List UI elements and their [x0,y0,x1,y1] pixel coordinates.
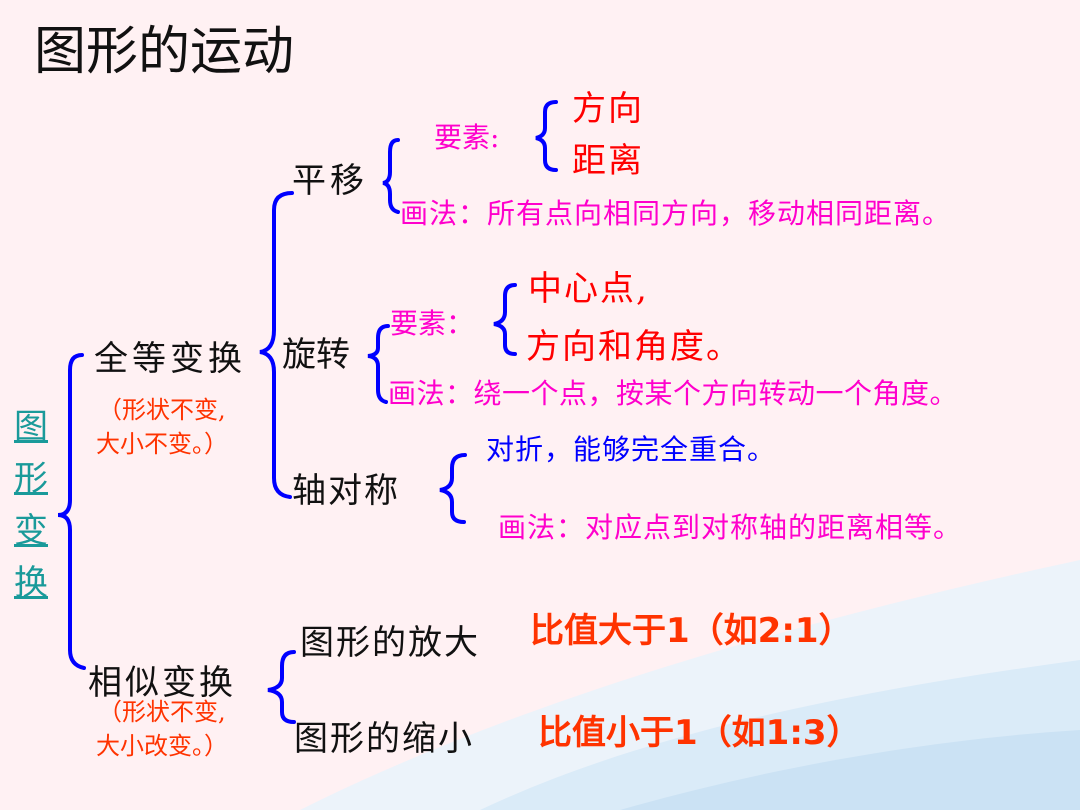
root-char-3: 变 [14,511,48,551]
translation-element-distance: 距离 [572,141,644,181]
reflection-method: 画法：对应点到对称轴的距离相等。 [498,511,963,544]
enlarge-rule: 比值大于1（如2:1） [530,611,853,651]
rotation-method: 画法：绕一个点，按某个方向转动一个角度。 [388,377,959,410]
enlarge-label: 图形的放大 [300,623,480,663]
translation-method: 画法：所有点向相同方向，移动相同距离。 [400,197,952,230]
translation-label: 平移 [292,161,368,201]
reflection-label: 轴对称 [292,471,400,511]
rotation-element-center: 中心点, [528,269,649,309]
translation-elements-label: 要素: [434,121,500,154]
shrink-rule: 比值小于1（如1:3） [538,713,861,753]
similar-note-2: 大小改变。） [96,732,228,760]
congruent-note-2: 大小不变。） [96,430,228,458]
similar-note-1: （形状不变, [98,698,226,726]
root-char-1: 图 [14,407,48,447]
congruent-label: 全等变换 [94,339,246,379]
root-char-4: 换 [14,563,48,603]
similar-label: 相似变换 [88,663,236,703]
translation-element-direction: 方向 [572,89,644,129]
rotation-elements-label: 要素： [390,307,475,340]
rotation-label: 旋转 [282,335,350,375]
reflection-line-1: 对折，能够完全重合。 [486,433,777,466]
page-title: 图形的运动 [34,22,295,82]
shrink-label: 图形的缩小 [294,719,474,759]
root-char-2: 形 [14,459,48,499]
rotation-element-angle: 方向和角度。 [526,327,742,367]
congruent-note-1: （形状不变, [98,396,226,424]
